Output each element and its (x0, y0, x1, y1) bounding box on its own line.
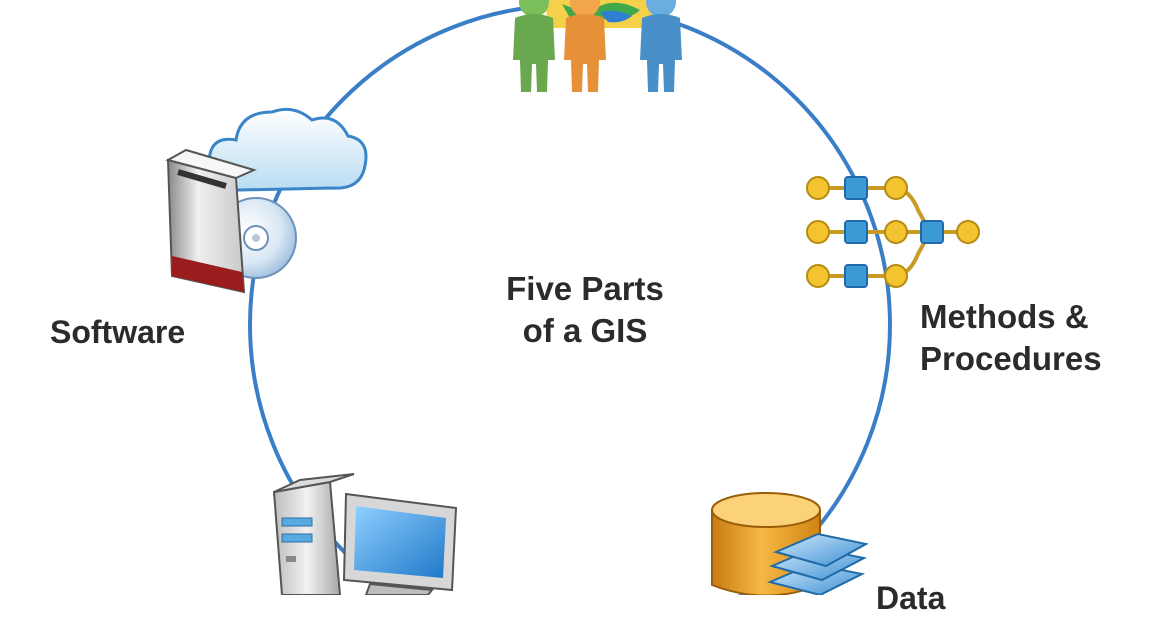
methods-line-2: Procedures (920, 339, 1102, 377)
database-icon (711, 492, 869, 595)
workflow-nodes (806, 176, 980, 288)
center-title: Five Parts of a GIS (480, 268, 690, 352)
gis-diagram (165, 0, 980, 595)
computer-icon (272, 473, 458, 595)
data-label: Data (876, 580, 946, 616)
title-line-2: of a GIS (522, 311, 648, 349)
methods-line-1: Methods & (920, 298, 1089, 335)
title-line-1: Five Parts (506, 270, 664, 307)
software-label: Software (50, 314, 186, 350)
methods-procedures-label: Methods & Procedures (920, 296, 1102, 380)
people-icon (513, 0, 682, 92)
software-box-icon (165, 148, 257, 294)
